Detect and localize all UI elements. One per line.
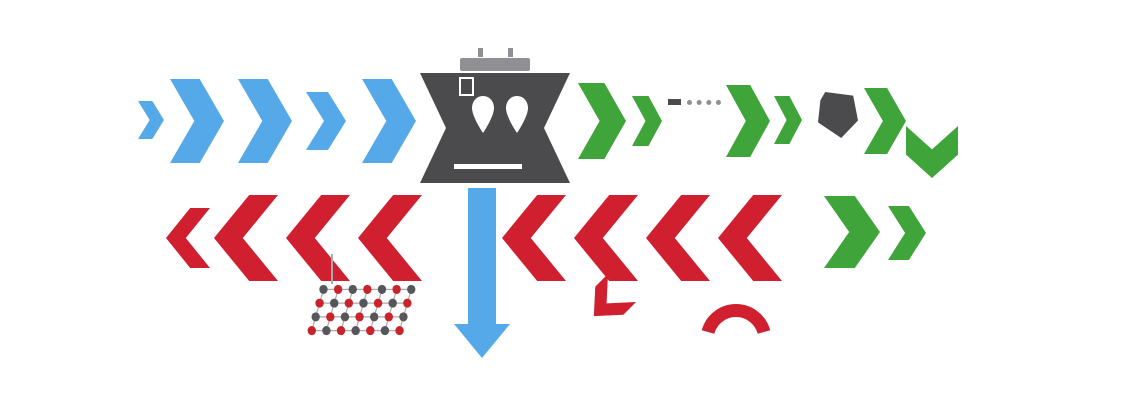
red-diagonal-chevron-icon [580,274,637,331]
blue-chevron-icon [238,79,292,163]
green-chevron-icon [632,96,662,146]
blue-chevron-icon [138,101,164,139]
furnace-top-bar [460,58,530,71]
red-arc-icon [700,280,772,336]
red-chevron-icon [646,195,710,281]
lattice-atom [363,284,372,294]
green-down-chevron-icon [906,126,958,178]
furnace-inner-box [459,77,474,96]
lattice-atom [403,298,412,308]
blue-chevron-icon [306,92,346,150]
lattice-atom [340,312,350,322]
lattice-atom [307,326,316,336]
lattice-atom [380,326,390,336]
lattice-atom [322,326,331,336]
lattice-callout-line [331,254,333,284]
furnace-vent-tick [478,48,483,57]
lattice-atom [330,298,339,308]
lattice-atom [399,312,408,322]
lattice-atom [359,298,368,308]
lattice-atom [384,312,394,322]
crystal-lattice [303,282,421,340]
lattice-atom [369,312,379,322]
red-chevron-icon [286,195,350,281]
red-chevron-icon [166,208,210,268]
lattice-atom [392,284,401,294]
red-chevron-icon [502,195,566,281]
green-chevron-icon [824,196,880,268]
lattice-atom [395,326,404,336]
crucible-drop [472,96,494,133]
lattice-atom [333,284,343,294]
blue-chevron-icon [170,79,224,163]
furnace-body [420,73,570,183]
furnace-tube-line [454,164,522,169]
blue-down-arrow [454,188,510,358]
green-chevron-icon [726,85,770,157]
lattice-atom [373,298,383,308]
red-chevron-icon [358,195,422,281]
lattice-atom [311,312,320,322]
lattice-atom [377,284,387,294]
lattice-atom [336,326,346,336]
lattice-atom [407,284,416,294]
red-chevron-icon [214,195,278,281]
dash-icon [668,99,681,105]
lattice-atom [388,298,397,308]
lattice-atom [315,298,324,308]
crucible-drop [506,96,528,133]
flake-icon [818,92,858,138]
red-chevron-icon [574,195,638,281]
lattice-atom [355,312,364,322]
furnace-icon [420,48,570,190]
red-chevron-icon [718,195,782,281]
furnace-vent-tick [508,48,513,57]
lattice-atom [319,284,328,294]
lattice-atom [326,312,335,322]
green-chevron-icon [774,96,802,144]
lattice-atom [348,284,357,294]
green-chevron-icon [864,88,906,154]
green-chevron-icon [888,206,926,260]
blue-chevron-icon [362,79,416,163]
dotted-line [687,100,721,105]
lattice-atom [351,326,360,336]
lattice-atom [344,298,354,308]
lattice-atom [366,326,375,336]
green-chevron-icon [578,83,626,159]
